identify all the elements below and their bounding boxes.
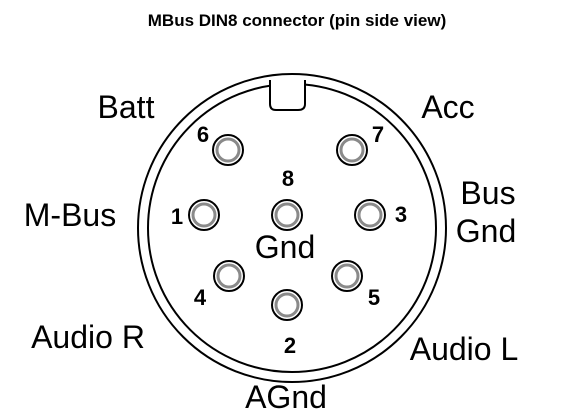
pin-hole-4 bbox=[213, 260, 245, 292]
signal-label-audio-r: Audio R bbox=[31, 319, 145, 355]
pin-number-2: 2 bbox=[284, 333, 296, 358]
pin-number-5: 5 bbox=[368, 285, 380, 310]
pin-hole-5 bbox=[331, 260, 363, 292]
pin-hole-1 bbox=[188, 199, 220, 231]
pin-hole-6 bbox=[212, 134, 244, 166]
signal-label-m-bus: M-Bus bbox=[24, 197, 116, 233]
signal-label-agnd: AGnd bbox=[245, 379, 327, 415]
signal-label-acc: Acc bbox=[421, 89, 474, 125]
pin-hole-3 bbox=[354, 199, 386, 231]
pin-hole-8 bbox=[271, 199, 303, 231]
pin-hole-2 bbox=[271, 289, 303, 321]
signal-label-audio-l: Audio L bbox=[410, 331, 519, 367]
pin-number-3: 3 bbox=[395, 202, 407, 227]
pin-number-6: 6 bbox=[197, 122, 209, 147]
pin-number-8: 8 bbox=[282, 166, 294, 191]
signal-label-gnd-right: Gnd bbox=[456, 213, 516, 249]
signal-label-bus: Bus bbox=[460, 175, 515, 211]
signal-label-gnd-center: Gnd bbox=[255, 229, 315, 265]
diagram-title: MBus DIN8 connector (pin side view) bbox=[148, 11, 447, 30]
pin-number-1: 1 bbox=[171, 204, 183, 229]
pin-hole-7 bbox=[336, 134, 368, 166]
pin-number-7: 7 bbox=[372, 122, 384, 147]
key-notch bbox=[269, 80, 306, 111]
signal-label-batt: Batt bbox=[98, 89, 155, 125]
pin-number-4: 4 bbox=[194, 285, 207, 310]
